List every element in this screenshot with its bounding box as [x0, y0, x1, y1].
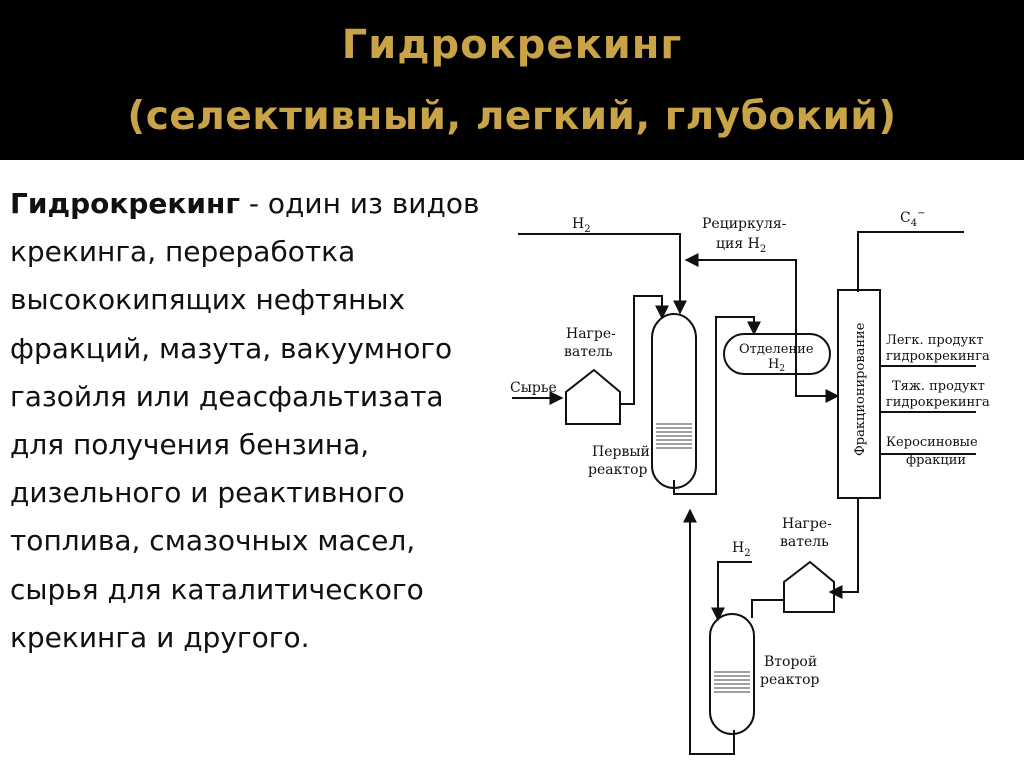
- recycle-label-1: Рециркуля-: [702, 216, 787, 232]
- h2-bottom-label: H2: [732, 540, 751, 559]
- heater2-label-2: ватель: [780, 534, 829, 550]
- heater2-outlet-line: [751, 599, 784, 618]
- reactor2-vessel: [709, 613, 755, 735]
- heater1-label-1: Нагре-: [566, 326, 616, 342]
- definition-text: - один из видов крекинга, переработка вы…: [10, 187, 480, 654]
- slide-header: Гидрокрекинг (селективный, легкий, глубо…: [0, 0, 1024, 160]
- fractionation-label: Фракционирование: [853, 322, 868, 456]
- kerosene-label-2: фракции: [906, 453, 966, 468]
- reactor1-catalyst: [656, 423, 692, 449]
- reactor2-label-1: Второй: [764, 654, 817, 670]
- fractionator-bottom-line: [828, 498, 859, 599]
- fractionator-column: [837, 289, 881, 499]
- separation-label-2: H2: [768, 357, 785, 374]
- h2-top-label: H2: [572, 216, 591, 235]
- definition-term: Гидрокрекинг: [10, 187, 240, 220]
- reactor1-label-1: Первый: [592, 444, 650, 460]
- heater1-shape: [565, 368, 621, 425]
- h2-feed-line: [518, 233, 687, 315]
- recycle-h2-line: [684, 253, 797, 388]
- definition-paragraph: Гидрокрекинг - один из видов крекинга, п…: [10, 180, 490, 662]
- c4-label: C4−: [900, 208, 925, 229]
- heavy-product-label-2: гидрокрекинга: [886, 395, 990, 410]
- reactor1-to-separation-line: [673, 316, 761, 495]
- heater1-label-2: ватель: [564, 344, 613, 360]
- separation-label-1: Отделение: [739, 342, 814, 357]
- recycle-label-2: ция H2: [716, 236, 766, 255]
- slide-subtitle: (селективный, легкий, глубокий): [127, 94, 897, 139]
- c4-line: [857, 231, 964, 292]
- heater2-shape: [783, 560, 835, 613]
- kerosene-label-1: Керосиновые: [886, 435, 978, 450]
- separation-to-fractionator-line: [795, 372, 840, 403]
- heater2-label-1: Нагре-: [782, 516, 832, 532]
- heater1-outlet-line: [620, 295, 669, 405]
- reactor1-label-2: реактор: [588, 462, 648, 478]
- light-product-label-2: гидрокрекинга: [886, 349, 990, 364]
- reactor2-catalyst: [714, 671, 750, 693]
- reactor1-vessel: [651, 313, 697, 489]
- feed-label: Сырье: [510, 380, 557, 396]
- heavy-product-label-1: Тяж. продукт: [892, 379, 985, 394]
- separation-vessel: [723, 333, 831, 375]
- slide-title: Гидрокрекинг: [341, 22, 683, 68]
- h2-to-reactor2-line: [711, 561, 752, 622]
- reactor2-recycle-line: [683, 508, 735, 755]
- light-product-label-1: Легк. продукт: [886, 333, 984, 348]
- reactor2-label-2: реактор: [760, 672, 820, 688]
